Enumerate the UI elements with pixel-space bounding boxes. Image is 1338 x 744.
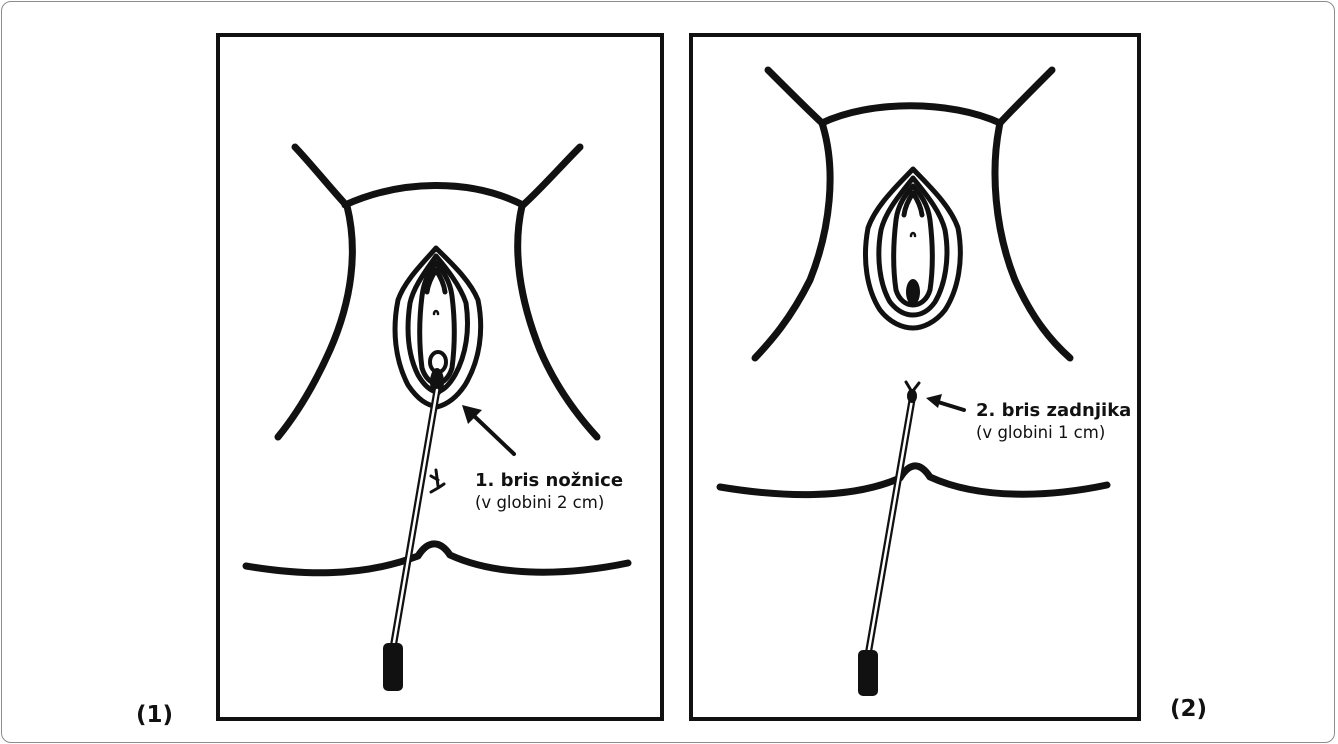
label-swab-2: 2. bris zadnjika (v globini 1 cm) (976, 400, 1131, 444)
label-swab-2-title: 2. bris zadnjika (976, 400, 1131, 422)
swab-1 (383, 368, 444, 691)
swab-2 (858, 382, 919, 696)
panel-number-1: (1) (136, 702, 173, 728)
label-swab-1: 1. bris nožnice (v globini 2 cm) (475, 470, 623, 514)
panel-number-2: (2) (1170, 696, 1207, 722)
label-swab-2-depth: (v globini 1 cm) (976, 422, 1131, 444)
arrow-2 (926, 394, 964, 410)
vulva-2 (865, 169, 960, 328)
label-swab-1-title: 1. bris nožnice (475, 470, 623, 492)
arrow-1 (462, 405, 514, 454)
label-swab-1-depth: (v globini 2 cm) (475, 492, 623, 514)
